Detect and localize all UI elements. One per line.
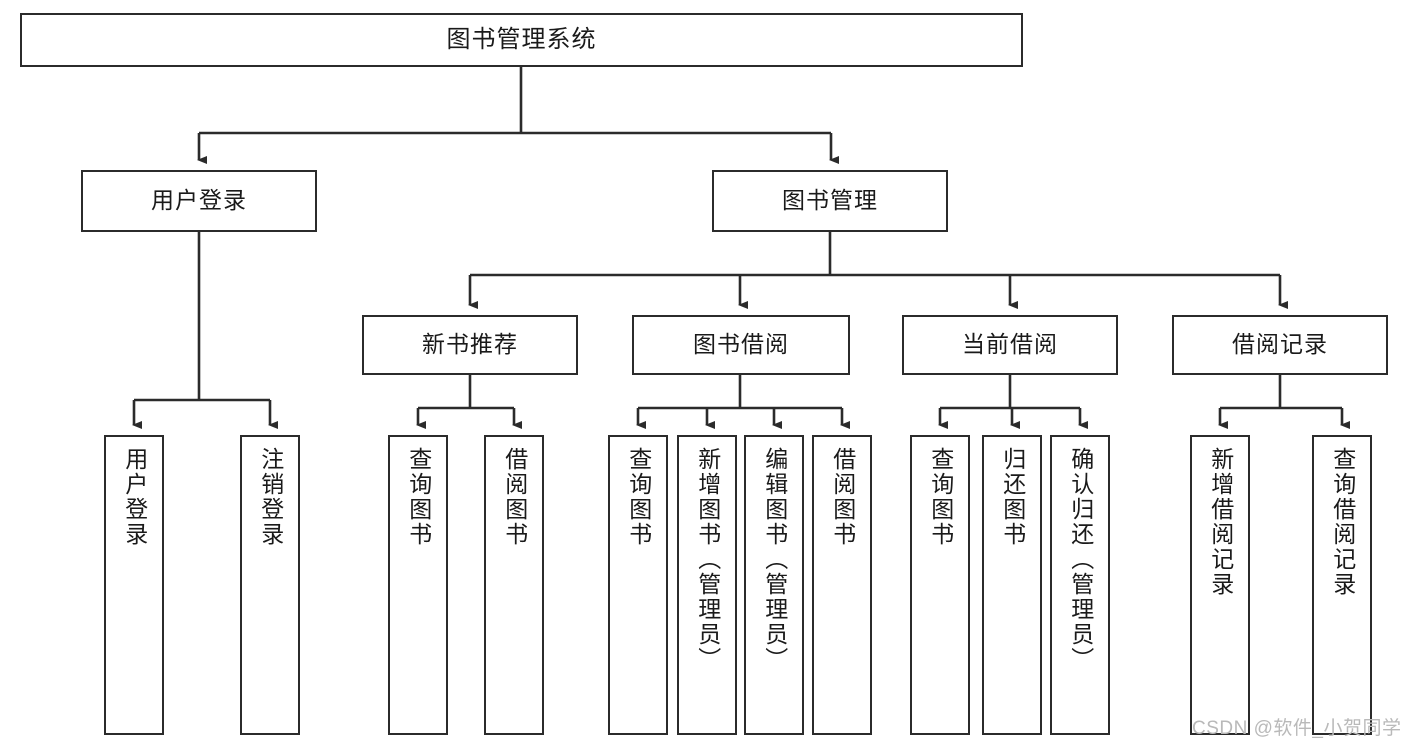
node-borrow-record[interactable]: 借阅记录 [1172,315,1388,375]
leaf-add-borrow-record[interactable]: 新增借阅记录 [1190,435,1250,735]
leaf-label: 用户登录 [121,447,148,547]
leaf-user-login[interactable]: 用户登录 [104,435,164,735]
leaf-label: 编辑图书（管理员） [761,447,788,672]
leaf-confirm-return-admin[interactable]: 确认归还（管理员） [1050,435,1110,735]
node-book-borrow-label: 图书借阅 [693,331,789,358]
leaf-label: 查询图书 [625,447,652,547]
node-current-borrow-label: 当前借阅 [962,331,1058,358]
leaf-label: 新增借阅记录 [1207,447,1234,597]
leaf-label: 新增图书（管理员） [694,447,721,672]
leaf-query-book-current[interactable]: 查询图书 [910,435,970,735]
node-user-login[interactable]: 用户登录 [81,170,317,232]
leaf-borrow-book-recommend[interactable]: 借阅图书 [484,435,544,735]
watermark: CSDN @软件_小贺同学 [1192,718,1402,739]
leaf-label: 确认归还（管理员） [1067,447,1094,672]
leaf-query-book-recommend[interactable]: 查询图书 [388,435,448,735]
leaf-borrow-book[interactable]: 借阅图书 [812,435,872,735]
leaf-query-book[interactable]: 查询图书 [608,435,668,735]
leaf-add-book-admin[interactable]: 新增图书（管理员） [677,435,737,735]
node-book-borrow[interactable]: 图书借阅 [632,315,850,375]
leaf-label: 查询图书 [405,447,432,547]
node-current-borrow[interactable]: 当前借阅 [902,315,1118,375]
node-new-book-recommend[interactable]: 新书推荐 [362,315,578,375]
leaf-edit-book-admin[interactable]: 编辑图书（管理员） [744,435,804,735]
leaf-label: 查询图书 [927,447,954,547]
node-user-login-label: 用户登录 [151,187,247,214]
leaf-logout[interactable]: 注销登录 [240,435,300,735]
node-borrow-record-label: 借阅记录 [1232,331,1328,358]
leaf-query-borrow-record[interactable]: 查询借阅记录 [1312,435,1372,735]
leaf-label: 归还图书 [999,447,1026,547]
leaf-label: 借阅图书 [501,447,528,547]
leaf-label: 借阅图书 [829,447,856,547]
leaf-return-book[interactable]: 归还图书 [982,435,1042,735]
node-book-management-label: 图书管理 [782,187,878,214]
node-root-label: 图书管理系统 [446,25,597,53]
node-root[interactable]: 图书管理系统 [20,13,1023,67]
leaf-label: 查询借阅记录 [1329,447,1356,597]
leaf-label: 注销登录 [257,447,284,547]
node-new-book-recommend-label: 新书推荐 [422,331,518,358]
node-book-management[interactable]: 图书管理 [712,170,948,232]
